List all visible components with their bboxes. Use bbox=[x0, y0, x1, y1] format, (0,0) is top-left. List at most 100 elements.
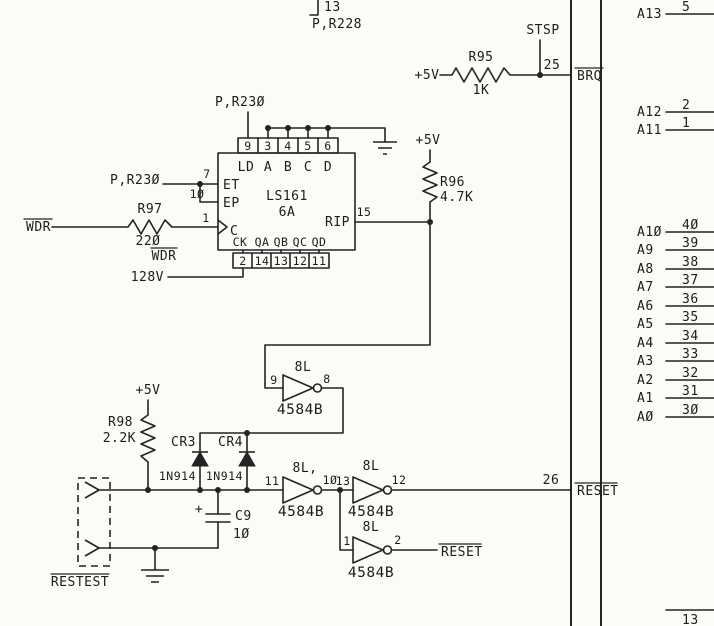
diode-cr3-icon bbox=[191, 450, 209, 467]
inverter-bubble-icon bbox=[382, 545, 393, 555]
resistor-label-r98: R98 bbox=[108, 415, 133, 430]
bus-label-a6: A6 bbox=[637, 299, 654, 314]
resistor-label-r97: R97 bbox=[138, 202, 163, 217]
reset-circuit: +5V R98 2.2K CR3 CR4 1N914 1N914 + C9 1Ø bbox=[50, 383, 618, 590]
bus-label-a0: AØ bbox=[637, 410, 654, 425]
bus-pin-a12: 2 bbox=[682, 98, 690, 113]
bus-label-a7: A7 bbox=[637, 280, 654, 295]
bus-pin-a10: 4Ø bbox=[682, 218, 699, 233]
ic-pin-10: 1Ø bbox=[190, 187, 205, 201]
connector-pin-icon bbox=[84, 481, 100, 499]
clock-chevron-icon bbox=[217, 219, 228, 235]
wire-inv4-in bbox=[339, 489, 354, 551]
gate-part-number: 4584B bbox=[278, 504, 324, 520]
bus-edge-lines bbox=[570, 0, 602, 626]
bus-pin-a3: 33 bbox=[682, 347, 699, 362]
wire-watchdog-clamp bbox=[199, 387, 344, 453]
resistor-r95 bbox=[451, 67, 511, 83]
net-ref-enable: P,R23Ø bbox=[110, 173, 160, 188]
ic-port-qa: QA bbox=[255, 235, 270, 249]
connector-pin-icon bbox=[84, 539, 100, 557]
inverter-1: 9 8 8L 4584B bbox=[199, 360, 344, 453]
capacitor-c9-icon bbox=[205, 489, 231, 549]
plus5v-label-r96: +5V bbox=[416, 133, 441, 148]
diode-part-cr4: 1N914 bbox=[206, 469, 243, 483]
ic-pin-3: 3 bbox=[264, 139, 271, 153]
wire-enable bbox=[162, 183, 219, 203]
bus-pin-a7: 37 bbox=[682, 273, 699, 288]
ic-port-clk: C bbox=[230, 224, 238, 239]
resistor-label-r96: R96 bbox=[440, 175, 465, 190]
bus-pin-a8: 38 bbox=[682, 255, 699, 270]
diode-part-cr3: 1N914 bbox=[159, 469, 196, 483]
bus-pin-a13: 5 bbox=[682, 0, 690, 15]
ic-port-a: A bbox=[264, 160, 272, 175]
ic-pin-15: 15 bbox=[357, 205, 372, 219]
resistor-label-r95: R95 bbox=[469, 50, 494, 65]
junction-dot bbox=[427, 219, 433, 225]
ic-pin-6: 6 bbox=[324, 139, 331, 153]
bus-label-a11: A11 bbox=[637, 123, 662, 138]
signal-label-128v: 128V bbox=[131, 270, 164, 285]
resistor-value-r96: 4.7K bbox=[440, 190, 473, 205]
inverter-bubble-icon bbox=[312, 485, 323, 495]
ic-port-qb: QB bbox=[274, 235, 289, 249]
bus-pin-a1: 31 bbox=[682, 384, 699, 399]
offpage-ref-top: 13 P,R228 bbox=[309, 0, 361, 32]
signal-label-reset-2: RESET bbox=[441, 545, 483, 560]
brq-net: +5V R95 1K STSP 25 BRQ bbox=[415, 23, 604, 98]
inverter-icon bbox=[282, 476, 314, 504]
junction-dot bbox=[145, 487, 151, 493]
gate-pin-in: 1 bbox=[343, 534, 350, 548]
ic-location: 6A bbox=[279, 205, 296, 220]
wdr-net: WDR R97 22Ø WDR bbox=[23, 202, 219, 264]
capacitor-label-c9: C9 bbox=[235, 509, 252, 524]
ic-port-qd: QD bbox=[312, 235, 327, 249]
capacitor-value-c9: 1Ø bbox=[233, 527, 250, 542]
ic-pin-11: 11 bbox=[312, 254, 327, 268]
ic-port-b: B bbox=[284, 160, 292, 175]
gate-pin-in: 13 bbox=[336, 474, 351, 488]
resistor-r98 bbox=[140, 414, 156, 463]
bus-label-a3: A3 bbox=[637, 354, 654, 369]
bus-label-a8: A8 bbox=[637, 262, 654, 277]
ic-pin-13: 13 bbox=[274, 254, 289, 268]
signal-label-stsp: STSP bbox=[526, 23, 559, 38]
ic-port-d: D bbox=[324, 160, 332, 175]
ic-pin-12: 12 bbox=[293, 254, 308, 268]
wire-offpage-top bbox=[309, 0, 319, 16]
resistor-value-r97: 22Ø bbox=[136, 234, 161, 249]
gate-pin-out: 12 bbox=[392, 473, 407, 487]
restest-connector-box bbox=[77, 477, 111, 567]
bus-pin-a2: 32 bbox=[682, 366, 699, 381]
gate-pin-out: 8 bbox=[323, 372, 330, 386]
bus-pin-a9: 39 bbox=[682, 236, 699, 251]
bus-label-a1: A1 bbox=[637, 391, 654, 406]
ic-port-ld: LD bbox=[238, 160, 255, 175]
gate-pin-out: 2 bbox=[394, 533, 401, 547]
ground-icon bbox=[373, 141, 397, 155]
pin-number-25: 25 bbox=[544, 58, 561, 73]
wire-bottom-pin-stubs bbox=[242, 249, 320, 254]
offpage-pin-label: 13 bbox=[324, 0, 341, 15]
pin-strip-bottom bbox=[232, 252, 330, 269]
gate-location: 8L bbox=[363, 520, 380, 535]
bus-label-a4: A4 bbox=[637, 336, 654, 351]
wire-top-pin-stubs bbox=[247, 111, 329, 139]
bus-pin-a6: 36 bbox=[682, 292, 699, 307]
junction-dot bbox=[537, 72, 543, 78]
resistor-r96 bbox=[422, 161, 438, 203]
resistor-r97 bbox=[127, 219, 173, 235]
gate-part-number: 4584B bbox=[348, 565, 394, 581]
ic-port-qc: QC bbox=[293, 235, 308, 249]
gate-part-number: 4584B bbox=[277, 402, 323, 418]
ic-port-ck: CK bbox=[233, 235, 248, 249]
junction-dot bbox=[265, 125, 271, 131]
ic-pin-7: 7 bbox=[203, 167, 210, 181]
ic-pin-1: 1 bbox=[202, 211, 209, 225]
inverter-icon bbox=[282, 374, 314, 402]
pin-strip-top-dividers bbox=[257, 138, 319, 153]
junction-dot bbox=[197, 181, 203, 187]
pin-number-26: 26 bbox=[543, 473, 560, 488]
